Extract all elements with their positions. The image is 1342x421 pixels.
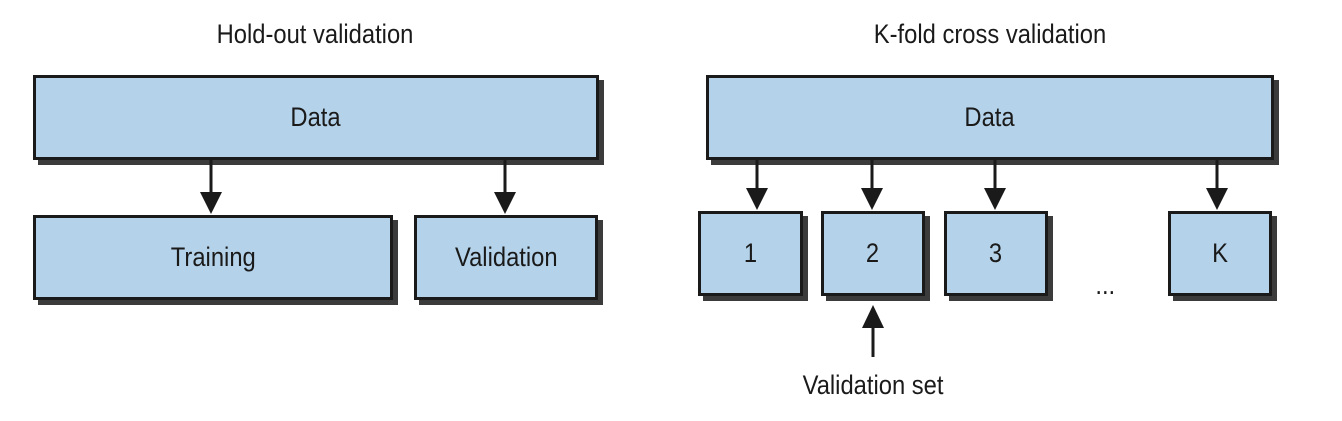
holdout-data-label: Data [290, 102, 342, 132]
kfold-title: K-fold cross validation [873, 19, 1107, 49]
holdout-training-box: Training [33, 215, 393, 300]
kfold-arrow-fold-1 [746, 160, 768, 210]
validation-set-arrow [862, 305, 884, 357]
holdout-validation-box: Validation [414, 215, 598, 300]
holdout-arrow-training [200, 160, 222, 214]
fold-label-2: 2 [866, 238, 880, 268]
fold-ellipsis: ... [1095, 270, 1115, 300]
fold-box-3: 3 [944, 211, 1048, 296]
fold-label-1: 1 [743, 238, 758, 268]
validation-set-label: Validation set [802, 370, 944, 400]
holdout-arrow-validation [494, 160, 516, 214]
holdout-training-label: Training [170, 242, 256, 272]
kfold-arrow-fold-k [1206, 160, 1228, 210]
fold-label-k: K [1212, 238, 1228, 268]
kfold-arrow-fold-2 [861, 160, 883, 210]
fold-box-1: 1 [698, 211, 803, 296]
holdout-validation-label: Validation [454, 242, 558, 272]
holdout-data-box: Data [33, 75, 599, 160]
fold-box-k: K [1168, 211, 1272, 296]
fold-label-3: 3 [989, 238, 1003, 268]
kfold-arrow-fold-3 [984, 160, 1006, 210]
kfold-data-box: Data [706, 75, 1274, 160]
kfold-data-label: Data [964, 102, 1016, 132]
holdout-title: Hold-out validation [216, 19, 414, 49]
fold-box-2: 2 [821, 211, 925, 296]
